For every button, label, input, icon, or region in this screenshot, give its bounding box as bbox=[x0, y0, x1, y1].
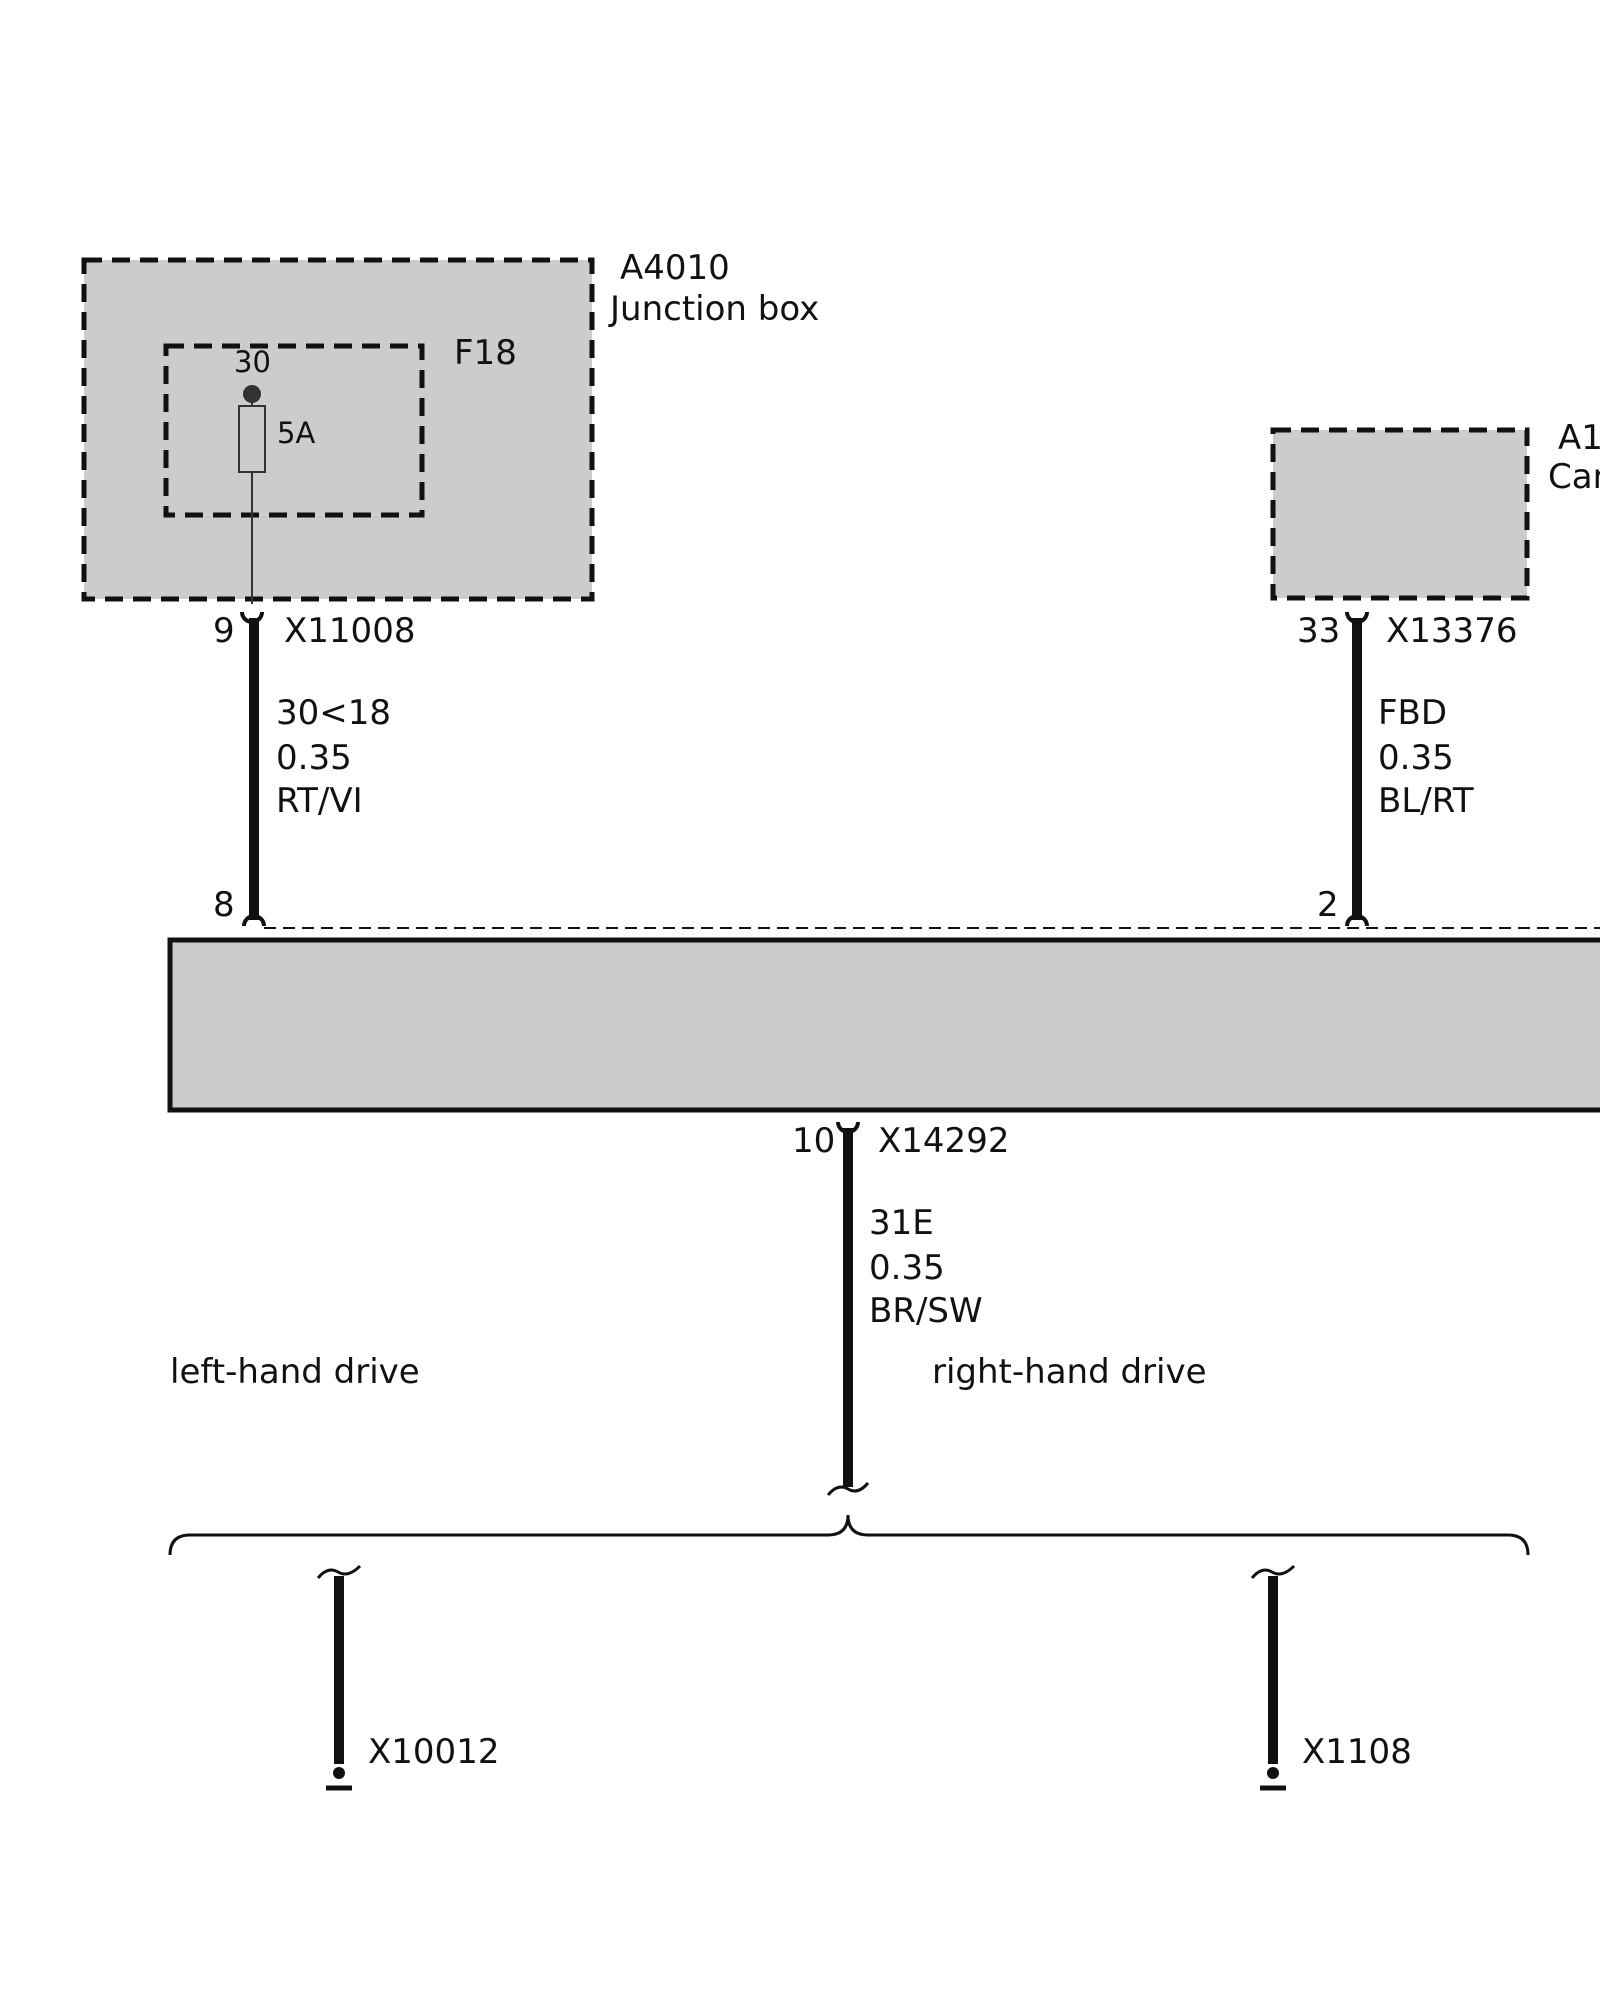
connector-x14292-pin: 10 bbox=[792, 1121, 835, 1161]
wire-bottom-break bbox=[826, 1482, 870, 1496]
connector-x13376-name: X13376 bbox=[1386, 611, 1517, 651]
variant-left-label: left-hand drive bbox=[170, 1352, 420, 1392]
connector-bus-left-socket bbox=[242, 914, 266, 927]
connector-bus-right-socket bbox=[1345, 914, 1369, 927]
fuse-id: F18 bbox=[454, 333, 517, 373]
ground-left-break bbox=[316, 1564, 362, 1579]
ground-left-name: X10012 bbox=[368, 1732, 499, 1772]
fuse-f18-housing bbox=[163, 343, 425, 518]
ground-right-name: X1108 bbox=[1302, 1732, 1412, 1772]
wire-bottom-signal: 31E bbox=[869, 1203, 934, 1243]
junction-box-name: Junction box bbox=[608, 289, 819, 329]
connector-x11008-pin: 9 bbox=[213, 611, 235, 651]
central-component bbox=[167, 937, 1600, 1113]
connector-x13376-pin: 33 bbox=[1297, 611, 1340, 651]
module-a1-id: A1 bbox=[1558, 418, 1600, 458]
fuse-terminal-label: 30 bbox=[234, 345, 271, 379]
ground-left-dot bbox=[333, 1767, 345, 1779]
wire-left-gauge: 0.35 bbox=[276, 738, 352, 778]
connector-x14292-name: X14292 bbox=[878, 1121, 1009, 1161]
wire-left-signal: 30<18 bbox=[276, 693, 391, 733]
wire-right-gauge: 0.35 bbox=[1378, 738, 1454, 778]
wire-bottom-color: BR/SW bbox=[869, 1291, 983, 1331]
module-a1 bbox=[1270, 427, 1530, 601]
ground-right-break bbox=[1250, 1564, 1296, 1579]
module-a1-name: Car bbox=[1548, 457, 1600, 497]
wire-bottom-gauge: 0.35 bbox=[869, 1248, 945, 1288]
connector-x11008-name: X11008 bbox=[284, 611, 415, 651]
wire-right-color: BL/RT bbox=[1378, 781, 1474, 821]
fuse-rating: 5A bbox=[277, 416, 315, 450]
wire-right-signal: FBD bbox=[1378, 693, 1447, 733]
bus-left-pin: 8 bbox=[213, 885, 235, 925]
ground-right-dot bbox=[1267, 1767, 1279, 1779]
bus-right-pin: 2 bbox=[1317, 885, 1339, 925]
junction-box-id: A4010 bbox=[620, 248, 730, 288]
variant-right-label: right-hand drive bbox=[932, 1352, 1207, 1392]
wire-left-color: RT/VI bbox=[276, 781, 363, 821]
junction-box-a4010 bbox=[81, 257, 595, 602]
variant-brace bbox=[168, 1514, 1530, 1556]
